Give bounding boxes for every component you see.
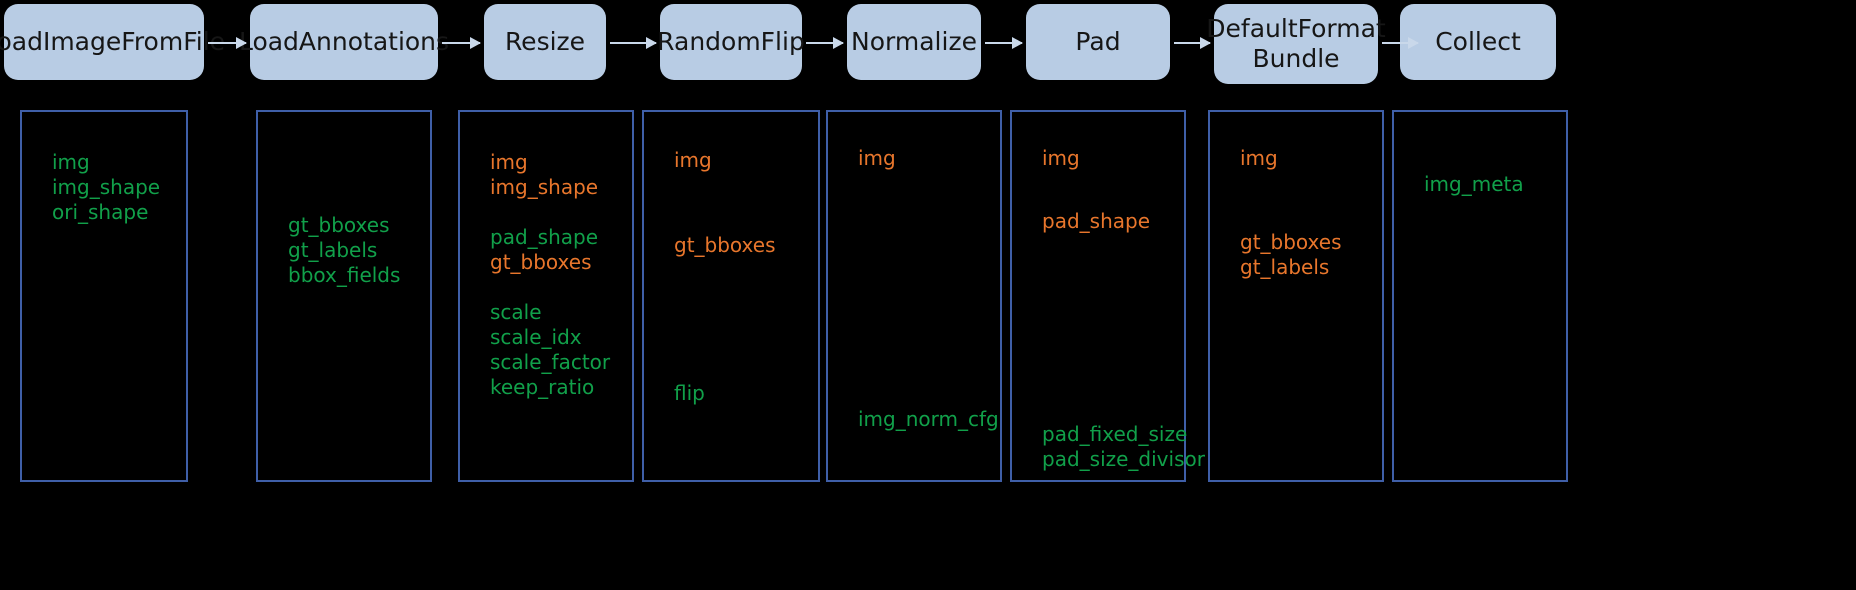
key-group: gt_bboxes	[674, 233, 776, 258]
arrow-icon-1	[208, 37, 247, 49]
key-gt-labels: gt_labels	[1240, 255, 1330, 279]
stage-box-resize[interactable]: Resize	[484, 4, 606, 80]
key-img: img	[1240, 146, 1278, 170]
key-img: img	[1042, 146, 1080, 170]
stage-label: Pad	[1075, 26, 1121, 56]
key-img-norm-cfg: img_norm_cfg	[858, 407, 999, 431]
key-img: img	[52, 150, 90, 174]
key-gt-bboxes: gt_bboxes	[490, 250, 592, 274]
key-panel-collect: img_meta	[1392, 110, 1568, 482]
stage-label: Collect	[1435, 26, 1521, 56]
stage-box-load-image-from-file[interactable]: LoadImageFromFile	[0, 4, 225, 80]
stage-box-default-format-bundle[interactable]: DefaultFormat Bundle	[1206, 4, 1386, 84]
stage-row: LoadImageFromFile LoadAnnotations Resize Ra…	[0, 0, 1856, 100]
arrow-icon-6	[1174, 37, 1211, 49]
key-group: img_meta	[1424, 172, 1524, 197]
key-img-shape: img_shape	[52, 175, 161, 199]
arrow-icon-7	[1382, 37, 1419, 49]
stage-label: LoadImageFromFile	[0, 26, 226, 56]
key-gt-bboxes: gt_bboxes	[288, 213, 390, 237]
key-img: img	[858, 146, 896, 170]
key-ori-shape: ori_shape	[52, 200, 149, 224]
key-pad-shape: pad_shape	[490, 225, 598, 249]
stage-label: LoadAnnotations	[238, 26, 450, 56]
key-panel-inner: img img_norm_cfg	[828, 112, 1000, 480]
key-keep-ratio: keep_ratio	[490, 375, 595, 399]
key-gt-labels: gt_labels	[288, 238, 378, 262]
key-gt-bboxes: gt_bboxes	[1240, 230, 1342, 254]
key-bbox-fields: bbox_fields	[288, 263, 401, 287]
key-group: img_norm_cfg	[858, 407, 999, 432]
arrow-icon-4	[806, 37, 844, 49]
stage-label: DefaultFormat Bundle	[1206, 13, 1386, 74]
key-group: pad_shape	[1042, 209, 1150, 234]
key-group: flip	[674, 381, 705, 406]
key-group: img	[858, 146, 896, 171]
key-img-meta: img_meta	[1424, 172, 1524, 196]
key-group: img	[674, 148, 712, 173]
stage-box-collect[interactable]: Collect	[1400, 4, 1556, 80]
key-img: img	[674, 148, 712, 172]
stage-label: RandomFlip	[657, 26, 805, 56]
stage-box-random-flip[interactable]: RandomFlip	[657, 4, 805, 80]
arrow-icon-3	[610, 37, 657, 49]
key-group: img	[1042, 146, 1080, 171]
key-scale: scale	[490, 300, 542, 324]
stage-label: Normalize	[851, 26, 977, 56]
stage-box-load-annotations[interactable]: LoadAnnotations	[239, 4, 449, 80]
arrow-icon-2	[442, 37, 481, 49]
key-pad-size-divisor: pad_size_divisor	[1042, 447, 1205, 471]
key-img-shape: img_shape	[490, 175, 599, 199]
stage-box-normalize[interactable]: Normalize	[847, 4, 981, 80]
key-flip: flip	[674, 381, 705, 405]
arrow-icon-5	[985, 37, 1023, 49]
key-panel-inner: img_meta	[1394, 112, 1566, 480]
key-group: img	[1240, 146, 1278, 171]
key-scale-factor: scale_factor	[490, 350, 611, 374]
key-panel-normalize: img img_norm_cfg	[826, 110, 1002, 482]
key-pad-shape: pad_shape	[1042, 209, 1150, 233]
stage-label: Resize	[504, 26, 586, 56]
key-gt-bboxes: gt_bboxes	[674, 233, 776, 257]
key-pad-fixed-size: pad_fixed_size	[1042, 422, 1188, 446]
stage-box-pad[interactable]: Pad	[1026, 4, 1170, 80]
key-img: img	[490, 150, 528, 174]
key-scale-idx: scale_idx	[490, 325, 582, 349]
